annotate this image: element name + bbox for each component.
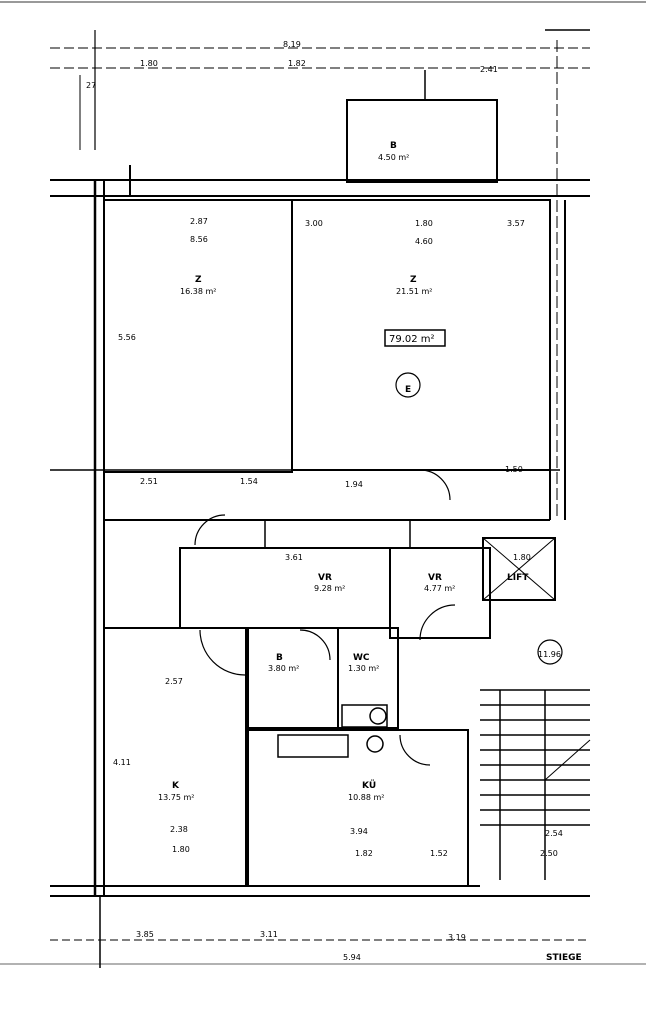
bath-label: B — [276, 653, 283, 663]
dimension-labels: 8.19 1.80 1.82 2.41 27 2.87 8.56 3.00 1.… — [86, 40, 563, 962]
vr-label: VR — [318, 573, 332, 583]
dim-top-a: 1.80 — [140, 59, 158, 68]
dim-kue-b: 1.82 — [355, 849, 373, 858]
lift-label: LIFT — [507, 573, 529, 583]
dim-ref-circle: 11.96 — [538, 650, 561, 659]
dim-mid-a: 3.00 — [305, 219, 323, 228]
living-area: 21.51 m² — [396, 287, 432, 296]
vr2-label: VR — [428, 573, 442, 583]
balcony-label: B — [390, 141, 397, 151]
dim-right-a: 3.57 — [507, 219, 525, 228]
wc-area: 1.30 m² — [348, 664, 379, 673]
kue-label: KÜ — [362, 780, 376, 791]
walls — [50, 29, 591, 968]
living-label: Z — [410, 275, 417, 285]
vr2-area: 4.77 m² — [424, 584, 455, 593]
dim-vr-a: 3.61 — [285, 553, 303, 562]
dim-left-b: 8.56 — [190, 235, 208, 244]
dim-bottom-b: 3.11 — [260, 930, 278, 939]
dim-stair-b: 2.50 — [540, 849, 558, 858]
dim-top-total: 8.19 — [283, 40, 301, 49]
dim-k-c: 1.80 — [172, 845, 190, 854]
dim-bottom-total: 5.94 — [343, 953, 361, 962]
dim-mid-b: 1.80 — [415, 219, 433, 228]
dim-top-b: 1.82 — [288, 59, 306, 68]
left-room-area: 16.38 m² — [180, 287, 216, 296]
dim-hall-b: 1.54 — [240, 477, 258, 486]
kitchen-label: K — [172, 781, 180, 791]
dim-vr-b: 1.80 — [513, 553, 531, 562]
entry-label: E — [405, 385, 411, 395]
dim-bottom-a: 3.85 — [136, 930, 154, 939]
dim-side-height: 5.56 — [118, 333, 136, 342]
dim-left-a: 2.87 — [190, 217, 208, 226]
dim-hall-d: 1.50 — [505, 465, 523, 474]
dim-kue-a: 3.94 — [350, 827, 368, 836]
dim-k-side: 4.11 — [113, 758, 131, 767]
dim-kue-c: 1.52 — [430, 849, 448, 858]
dim-left-small: 27 — [86, 81, 96, 90]
vr-area: 9.28 m² — [314, 584, 345, 593]
left-room-label: Z — [195, 275, 202, 285]
room-labels: B 4.50 m² Z 16.38 m² Z 21.51 m² 79.02 m²… — [158, 141, 582, 963]
dim-k-a: 2.57 — [165, 677, 183, 686]
dim-top-c: 2.41 — [480, 65, 498, 74]
bath-area: 3.80 m² — [268, 664, 299, 673]
wc-label: WC — [353, 653, 370, 663]
kitchen-area: 13.75 m² — [158, 793, 194, 802]
dim-stair-a: 2.54 — [545, 829, 563, 838]
kue-area: 10.88 m² — [348, 793, 384, 802]
dim-hall-c: 1.94 — [345, 480, 363, 489]
total-area: 79.02 m² — [389, 334, 435, 345]
dim-mid-c: 4.60 — [415, 237, 433, 246]
dim-hall-a: 2.51 — [140, 477, 158, 486]
balcony-area: 4.50 m² — [378, 153, 409, 162]
stair-label: STIEGE — [546, 953, 582, 963]
dim-bottom-c: 3.19 — [448, 933, 466, 942]
dim-k-b: 2.38 — [170, 825, 188, 834]
